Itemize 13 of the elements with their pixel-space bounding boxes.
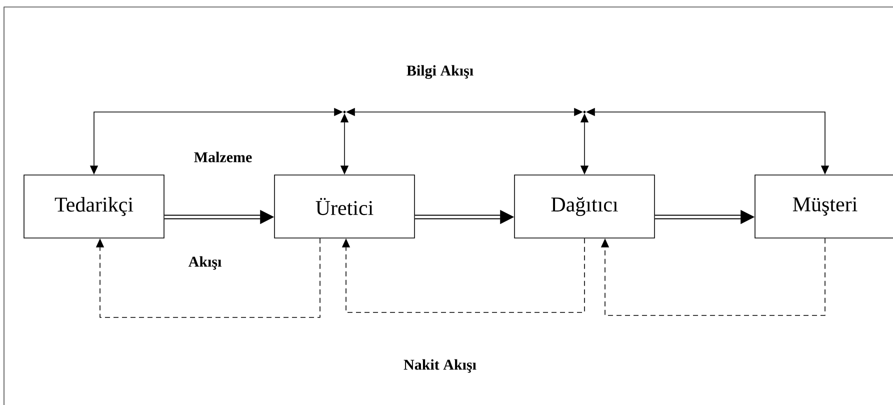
- flow-label: Bilgi Akışı: [406, 65, 474, 79]
- process-box: Dağıtıcı: [514, 174, 655, 238]
- flow-label: Akışı: [188, 256, 222, 270]
- dashed-arrow: [96, 238, 320, 318]
- junction-point: [583, 110, 586, 114]
- dashed-arrow: [600, 238, 826, 316]
- process-box: Üretici: [274, 174, 415, 238]
- flow-label: Nakit Akışı: [404, 359, 476, 373]
- process-box: Tedarikçi: [24, 174, 164, 238]
- dashed-arrow: [342, 238, 585, 313]
- flow-label: Malzeme: [194, 152, 252, 162]
- process-box: Müşteri: [754, 174, 893, 238]
- junction-point: [343, 110, 346, 114]
